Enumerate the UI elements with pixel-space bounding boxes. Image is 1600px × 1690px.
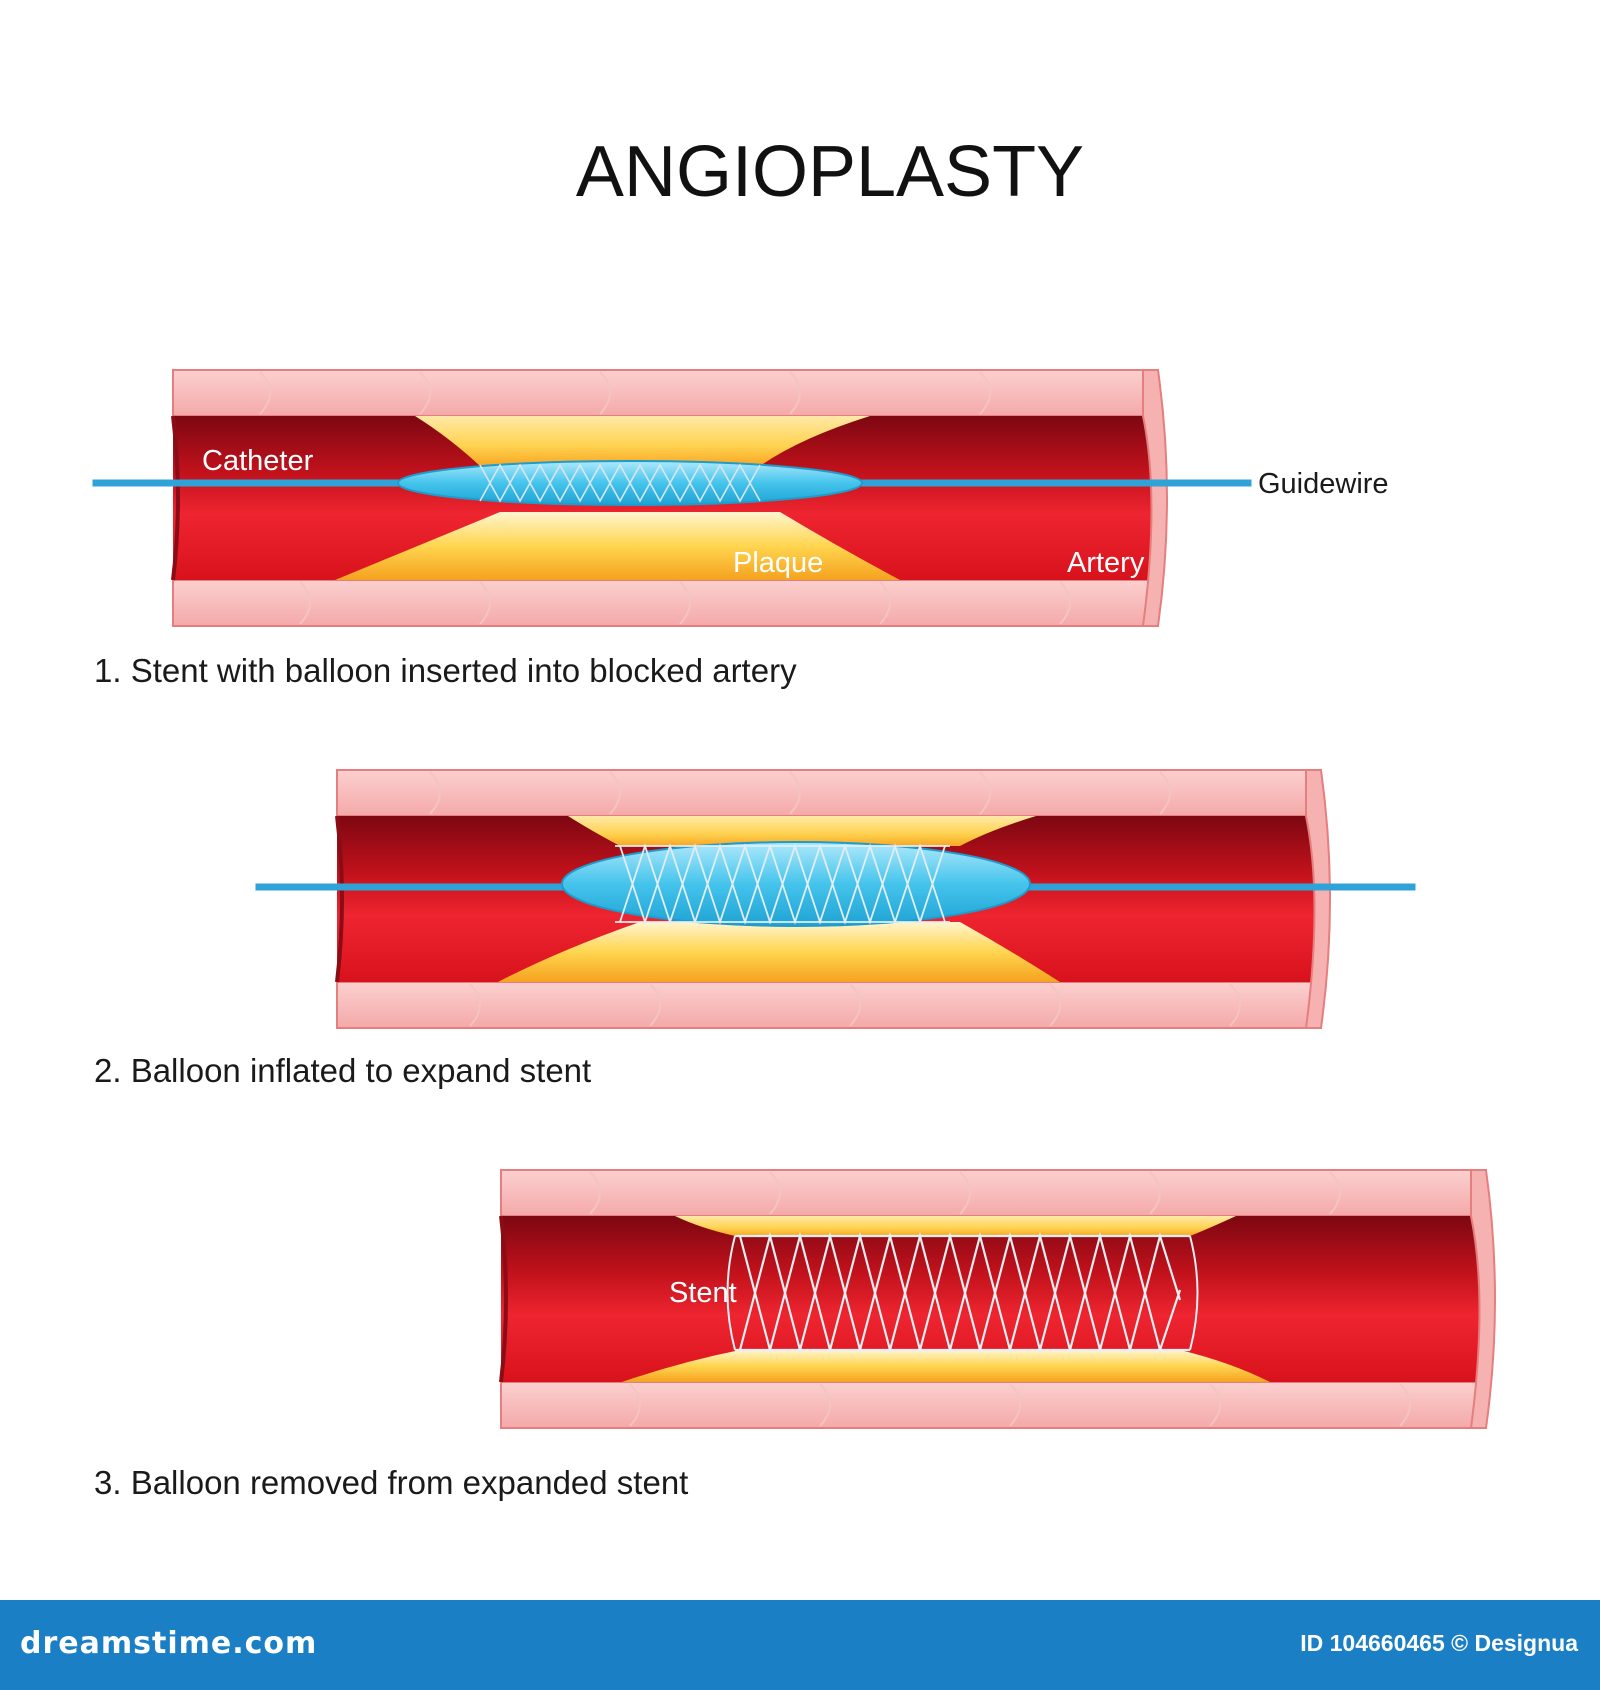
plaque-top [675, 1216, 1236, 1236]
artery-wall-top [336, 769, 1322, 817]
guidewire-label: Guidewire [1258, 468, 1389, 500]
artery-wall-bottom [172, 579, 1159, 627]
stage-2-artery [255, 769, 1416, 1029]
catheter-label: Catheter [202, 445, 314, 477]
stent-expanded [726, 1231, 1199, 1355]
stage-1-caption: 1. Stent with balloon inserted into bloc… [94, 652, 797, 689]
artery-wall-bottom [500, 1381, 1487, 1429]
angioplasty-diagram: ANGIOPLASTY Catheter Plaque Artery Guid [92, 132, 1496, 1501]
plaque-label: Plaque [733, 547, 823, 579]
footer-site-logo[interactable]: dreamstime.com [20, 1626, 318, 1661]
plaque-top [568, 816, 1036, 846]
stent-crimped [479, 463, 761, 503]
plaque-top [415, 416, 870, 466]
artery-end-cap [1304, 769, 1331, 1029]
diagram-title: ANGIOPLASTY [576, 132, 1084, 212]
artery-wall-top [172, 369, 1159, 417]
plaque-bottom [622, 1350, 1270, 1382]
stage-1-artery: Catheter Plaque Artery Guidewire [92, 369, 1389, 627]
footer-credit: ID 104660465 © Designua [1300, 1630, 1578, 1656]
artery-end-cap [1141, 369, 1168, 627]
artery-wall-top [500, 1169, 1487, 1217]
artery-end-cap [1469, 1169, 1496, 1429]
stage-3-caption: 3. Balloon removed from expanded stent [94, 1464, 688, 1501]
artery-label: Artery [1067, 547, 1145, 579]
artery-wall-bottom [336, 981, 1322, 1029]
footer-bar: dreamstime.com ID 104660465 © Designua [0, 1600, 1600, 1690]
plaque-bottom [498, 922, 1060, 982]
plaque-bottom [335, 512, 900, 580]
stage-2-caption: 2. Balloon inflated to expand stent [94, 1052, 591, 1089]
balloon-inflated [561, 841, 1031, 927]
stage-3-artery: Stent [499, 1169, 1496, 1429]
stent-label: Stent [669, 1277, 737, 1309]
stent-expanding [615, 843, 950, 925]
